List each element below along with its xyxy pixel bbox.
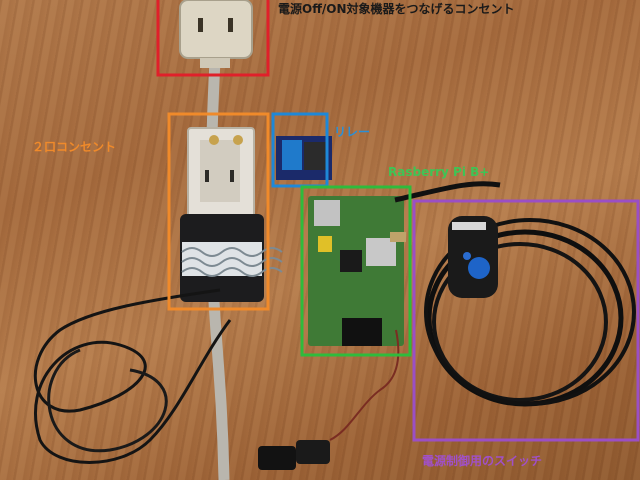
red-frame	[156, 0, 270, 77]
purple-frame	[412, 199, 640, 442]
raspberry-pi-board	[308, 196, 406, 346]
ac-adapter	[180, 214, 283, 302]
relay-board	[276, 136, 332, 180]
orange-frame	[167, 112, 270, 311]
label-outlet-target: 電源Off/ON対象機器をつなげるコンセント	[278, 2, 515, 16]
label-two-outlet: ２口コンセント	[32, 140, 117, 154]
bottom-connector	[258, 440, 330, 470]
top-outlet-device	[179, 0, 253, 68]
blue-frame	[271, 112, 329, 188]
two-gang-outlet-device	[187, 127, 255, 239]
black-cable-coil	[33, 288, 232, 464]
green-frame	[300, 185, 412, 357]
switch-coil	[424, 216, 636, 407]
label-relay: リレー	[334, 125, 371, 139]
label-power-switch: 電源制御用のスイッチ	[422, 454, 543, 468]
label-raspberry-pi: Rasberry Pi B+	[388, 165, 490, 179]
